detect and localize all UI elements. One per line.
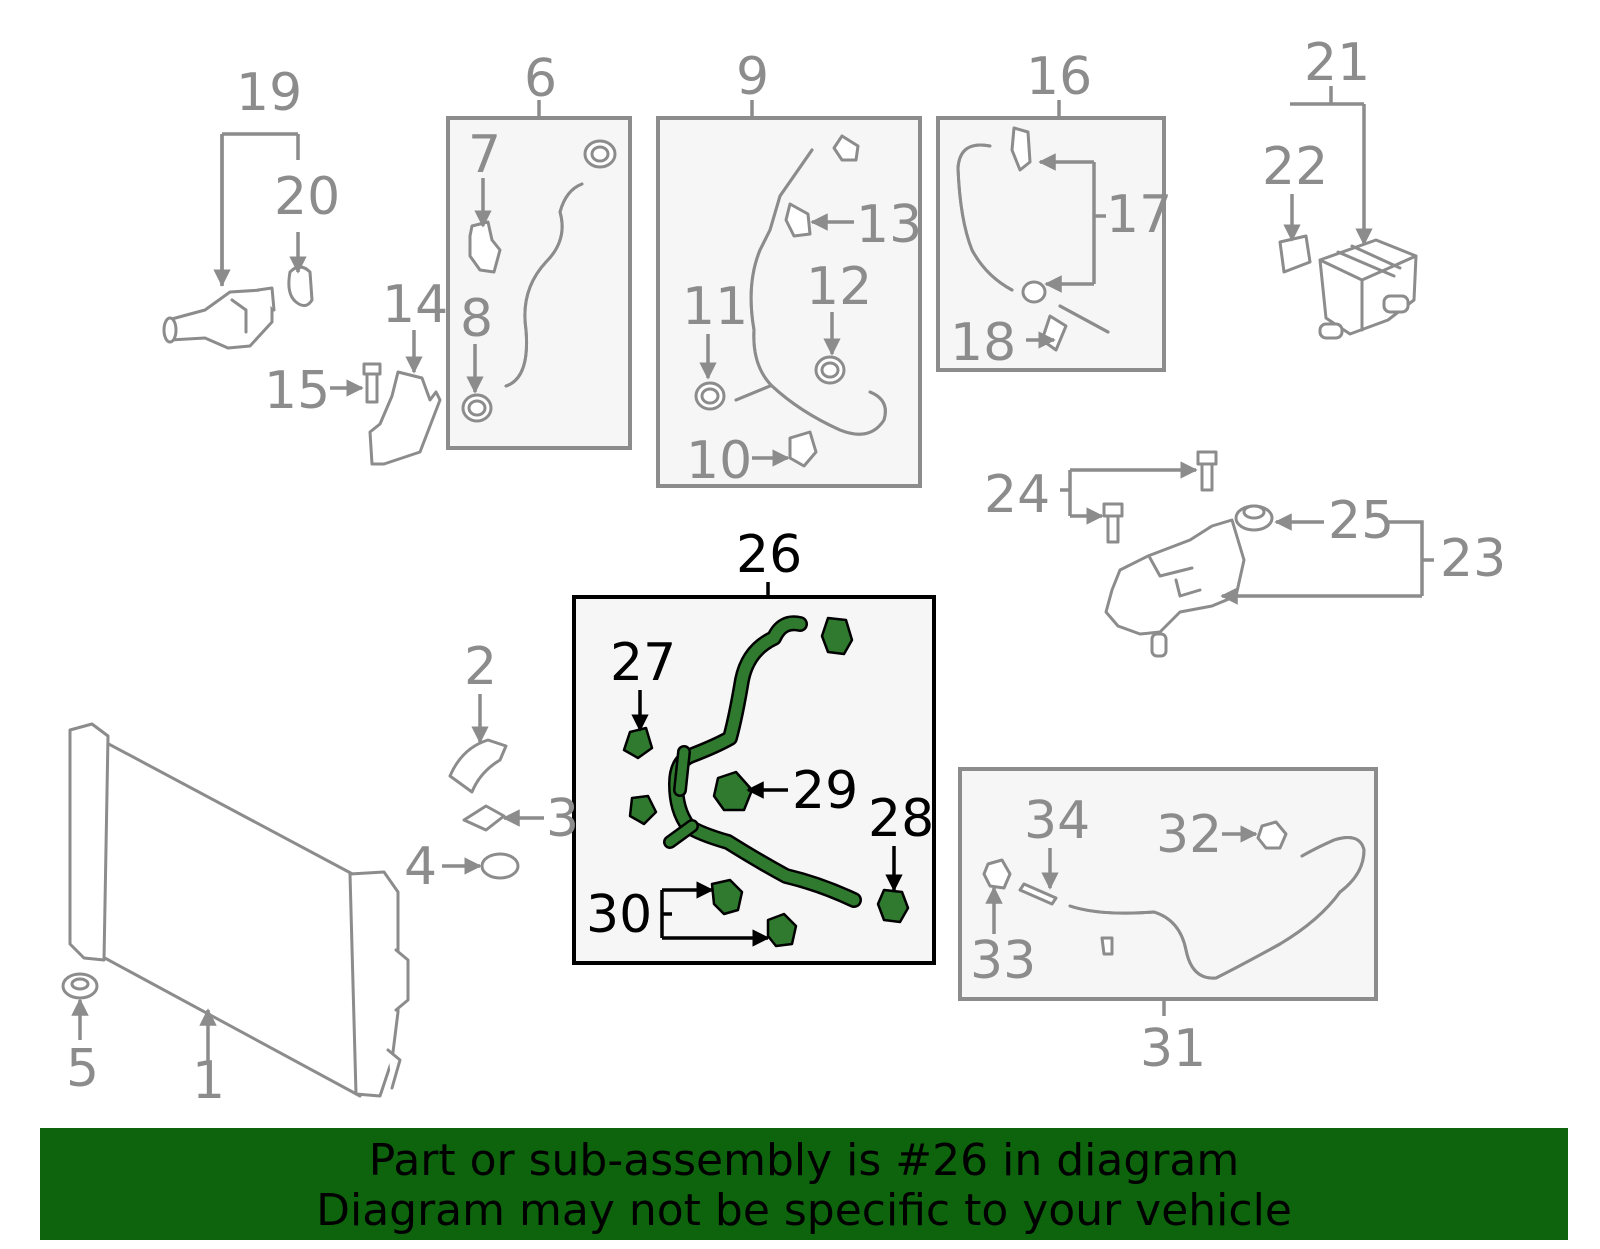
pipe-31 xyxy=(1068,836,1366,980)
hose-16 xyxy=(956,143,1110,334)
callout-12: 12 xyxy=(806,257,872,317)
leader-30 xyxy=(660,881,770,947)
clamp-17-top xyxy=(1010,126,1032,172)
seal-2 xyxy=(448,738,508,794)
banner-line-2: Diagram may not be specific to your vehi… xyxy=(316,1185,1292,1236)
clamp-26-top xyxy=(820,616,854,656)
callout-4: 4 xyxy=(404,837,437,897)
callout-6: 6 xyxy=(524,49,557,109)
callout-23: 23 xyxy=(1440,529,1506,589)
callout-15: 15 xyxy=(264,361,330,421)
callout-31: 31 xyxy=(1140,1019,1206,1079)
group-box-31 xyxy=(958,767,1378,1001)
leader-23 xyxy=(1220,520,1434,605)
callout-27: 27 xyxy=(610,633,676,693)
hose-6 xyxy=(504,182,584,388)
reservoir-23 xyxy=(1104,518,1246,658)
clamp-11 xyxy=(694,381,726,411)
callout-29: 29 xyxy=(792,761,858,821)
callout-5: 5 xyxy=(66,1039,99,1099)
callout-28: 28 xyxy=(868,789,934,849)
clamp-30-upper xyxy=(710,878,744,916)
clamp-8 xyxy=(461,393,493,423)
clamp-12 xyxy=(814,355,846,385)
callout-22: 22 xyxy=(1262,137,1328,197)
hose-9 xyxy=(734,148,887,436)
clamp-28 xyxy=(876,888,910,924)
pipe-31-tab xyxy=(1100,936,1114,956)
callout-32: 32 xyxy=(1156,805,1222,865)
bolt-15 xyxy=(362,362,382,404)
clip-33 xyxy=(982,858,1012,890)
callout-21: 21 xyxy=(1304,33,1370,93)
clip-13 xyxy=(784,202,812,238)
info-banner: Part or sub-assembly is #26 in diagram D… xyxy=(40,1128,1568,1240)
callout-19: 19 xyxy=(236,63,302,123)
callout-11: 11 xyxy=(682,277,748,337)
gasket-20 xyxy=(287,265,314,307)
group-box-9 xyxy=(656,116,922,488)
callout-14: 14 xyxy=(382,275,448,335)
callout-10: 10 xyxy=(686,431,752,491)
water-outlet-part xyxy=(162,286,276,350)
bracket-14 xyxy=(368,370,442,466)
gasket-22 xyxy=(1278,234,1312,274)
clip-9-top xyxy=(832,134,860,162)
clamp-6-top xyxy=(583,139,617,169)
callout-17: 17 xyxy=(1106,185,1172,245)
clamp-26-mid xyxy=(628,794,658,826)
clamp-17-bottom xyxy=(1021,280,1047,304)
callout-2: 2 xyxy=(464,637,497,697)
callout-25: 25 xyxy=(1328,491,1394,551)
leader-19 xyxy=(213,132,300,287)
grommet-5 xyxy=(61,972,99,1000)
callout-30: 30 xyxy=(586,885,652,945)
seal-3 xyxy=(462,804,506,832)
clip-34 xyxy=(1018,882,1058,906)
callout-16: 16 xyxy=(1026,47,1092,107)
bolt-24-lower xyxy=(1102,502,1124,544)
callout-3: 3 xyxy=(546,789,579,849)
callout-1: 1 xyxy=(192,1051,225,1111)
housing-21 xyxy=(1318,238,1418,340)
clip-7 xyxy=(468,220,502,274)
leader-21 xyxy=(1290,86,1373,246)
callout-9: 9 xyxy=(736,47,769,107)
leader-17 xyxy=(1038,153,1106,293)
cap-25 xyxy=(1234,504,1274,532)
callout-33: 33 xyxy=(970,931,1036,991)
callout-24: 24 xyxy=(984,465,1050,525)
clip-10 xyxy=(788,430,818,468)
callout-26: 26 xyxy=(736,525,802,585)
callout-8: 8 xyxy=(460,289,493,349)
banner-line-1: Part or sub-assembly is #26 in diagram xyxy=(368,1135,1240,1186)
callout-13: 13 xyxy=(856,195,922,255)
callout-20: 20 xyxy=(274,167,340,227)
seal-4 xyxy=(480,852,520,880)
callout-18: 18 xyxy=(950,313,1016,373)
radiator-1 xyxy=(68,722,410,1098)
callout-34: 34 xyxy=(1024,791,1090,851)
hose-assembly-26 xyxy=(663,615,862,908)
callout-7: 7 xyxy=(468,125,501,185)
bolt-24-upper xyxy=(1196,450,1218,492)
clip-32 xyxy=(1256,820,1288,850)
leader-24 xyxy=(1060,461,1198,525)
clamp-29 xyxy=(712,770,754,812)
